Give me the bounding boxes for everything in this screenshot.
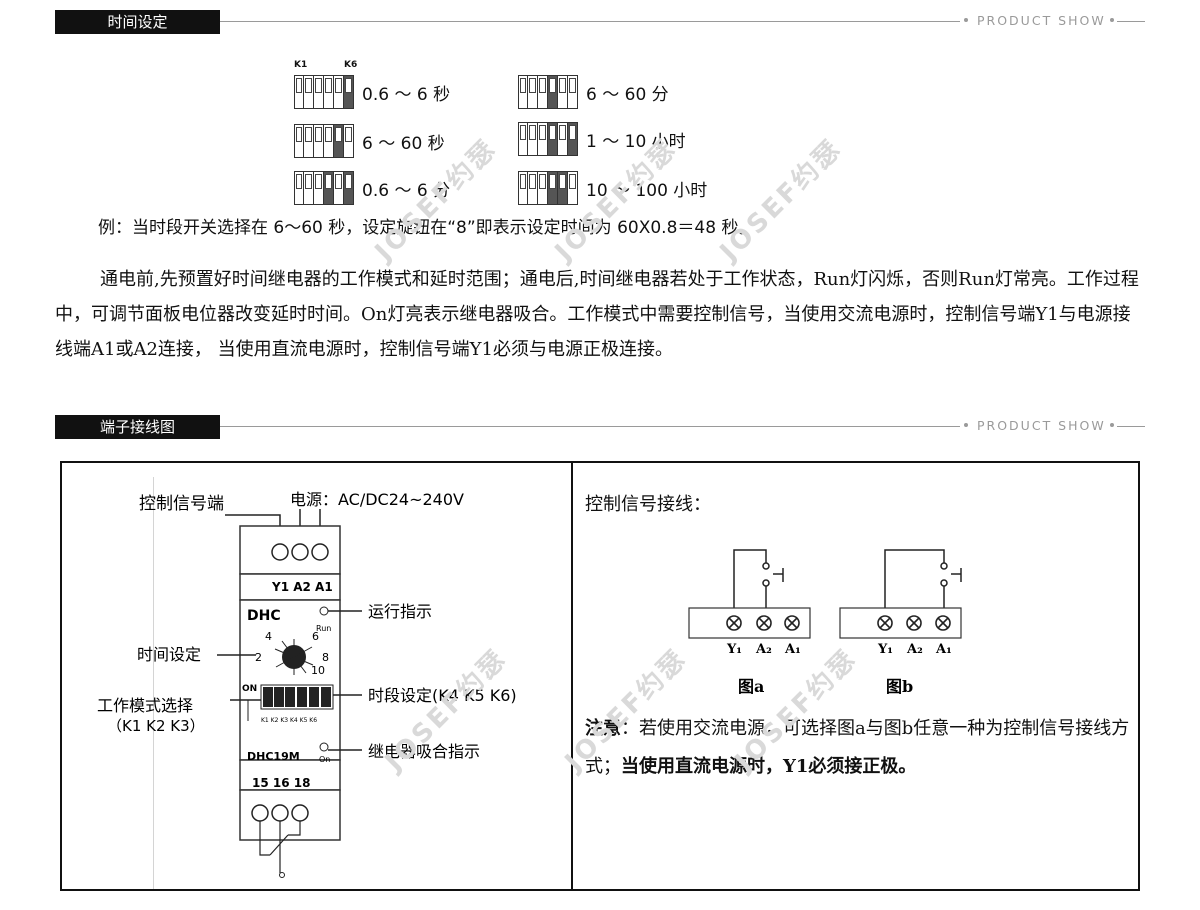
figure-a: Y₁ A₂ A₁ 图a	[688, 549, 811, 696]
dip-range-chart: K1 K6 0.6 ～ 6 秒 6 ～ 60 秒 0.6 ～ 6 分 6 ～ 6…	[292, 58, 712, 208]
contact-icon	[762, 562, 770, 570]
dial-mark: 4	[265, 630, 272, 643]
k6-label: K6	[344, 60, 358, 70]
dip-range-item: 0.6 ～ 6 秒	[294, 75, 450, 109]
range-text: 10 ～ 100 小时	[586, 180, 708, 201]
control-signal-label: 控制信号端	[139, 494, 224, 514]
terminal-icon	[291, 804, 309, 822]
terminal-screw-icon	[906, 615, 922, 631]
figure-a-caption: 图a	[738, 677, 764, 696]
range-text: 6 ～ 60 分	[586, 84, 669, 105]
range-text: 6 ～ 60 秒	[362, 133, 445, 154]
k1-label: K1	[294, 60, 308, 70]
dial-mark: 8	[322, 651, 329, 664]
dip-switch-graphic	[518, 122, 578, 156]
dip-range-item: 0.6 ～ 6 分	[294, 171, 450, 205]
divider-dot	[1110, 18, 1114, 22]
control-wiring-title: 控制信号接线：	[585, 494, 711, 515]
dip-key-labels: K1 K2 K3 K4 K5 K6	[261, 717, 317, 724]
dip-range-item: 6 ～ 60 秒	[294, 124, 445, 158]
divider-line	[1117, 21, 1145, 22]
divider-dot	[1110, 423, 1114, 427]
wiring-table	[60, 461, 1140, 891]
dip-switch-graphic	[294, 124, 354, 158]
terminal-label: A₂	[906, 642, 923, 657]
range-text: 0.6 ～ 6 分	[362, 180, 451, 201]
terminal-label: A₁	[784, 642, 801, 657]
wiring-note: 注意：若使用交流电源，可选择图a与图b任意一种为控制信号接线方式；当使用直流电源…	[585, 710, 1140, 786]
terminal-icon	[251, 804, 269, 822]
figure-b-caption: 图b	[886, 677, 913, 696]
power-label: 电源：AC/DC24~240V	[290, 490, 464, 509]
dial-mark: 6	[312, 630, 319, 643]
control-wiring-figures: Y₁ A₂ A₁ 图a Y₁ A₂ A₁ 图b	[688, 549, 962, 696]
run-led-icon	[319, 606, 329, 616]
terminal-icon	[311, 543, 329, 561]
watermark-logo: JOSEF约瑟	[714, 133, 849, 268]
dip-range-item: 10 ～ 100 小时	[518, 171, 707, 205]
dip-switch-graphic	[294, 75, 354, 109]
model-short: DHC	[247, 608, 281, 624]
example-text: 例：当时段开关选择在 6～60 秒，设定旋钮在“8”即表示设定时间为 60X0.…	[98, 218, 756, 238]
dip-switch-graphic	[518, 75, 578, 109]
time-knob-icon	[274, 639, 314, 675]
mode-keys-label: （K1 K2 K3）	[107, 717, 205, 735]
divider-line	[220, 21, 960, 22]
relay-indicator-label: 继电器吸合指示	[368, 742, 480, 761]
device-diagram: 控制信号端 电源：AC/DC24~240V Y1 A2 A1 DHC Run 运…	[97, 490, 517, 878]
divider-line	[1117, 426, 1145, 427]
run-indicator-label: 运行指示	[368, 602, 432, 621]
range-text: 0.6 ～ 6 秒	[362, 84, 451, 105]
terminal-screw-icon	[877, 615, 893, 631]
terminal-label: Y₁	[726, 642, 742, 657]
terminal-screw-icon	[726, 615, 742, 631]
column-divider	[571, 463, 573, 889]
section-title: 时间设定	[55, 10, 220, 34]
dial-mark: 10	[311, 664, 325, 677]
dial-mark: 2	[255, 651, 262, 664]
on-led-icon	[319, 742, 329, 752]
terminal-icon	[271, 543, 289, 561]
divider-dot	[964, 423, 968, 427]
on-small-label: On	[319, 755, 330, 764]
terminal-screw-icon	[935, 615, 951, 631]
terminal-screw-icon	[756, 615, 772, 631]
product-show-tag: PRODUCT SHOW	[977, 13, 1106, 28]
top-terminal-labels: Y1 A2 A1	[271, 580, 333, 594]
terminal-label: A₂	[755, 642, 772, 657]
contact-icon	[762, 579, 770, 587]
time-setting-label: 时间设定	[137, 645, 201, 664]
bottom-terminal-labels: 15 16 18	[252, 776, 310, 790]
section-title: 端子接线图	[55, 415, 220, 439]
divider-line	[220, 426, 960, 427]
note-emphasis: 当使用直流电源时，Y1必须接正极。	[621, 756, 917, 777]
terminal-screw-icon	[784, 615, 800, 631]
terminal-icon	[271, 804, 289, 822]
contact-icon	[940, 579, 948, 587]
dip-switch-graphic	[294, 171, 354, 205]
dip-switch-graphic	[518, 171, 578, 205]
terminal-label: Y₁	[877, 642, 893, 657]
dip-range-item: 6 ～ 60 分	[518, 75, 669, 109]
time-setting-header: 时间设定 PRODUCT SHOW	[55, 10, 1145, 34]
figure-b: Y₁ A₂ A₁ 图b	[839, 549, 962, 696]
dip-switch-icon	[260, 684, 334, 710]
period-setting-label: 时段设定(K4 K5 K6)	[368, 686, 517, 705]
description-paragraph: 通电前,先预置好时间继电器的工作模式和延时范围；通电后,时间继电器若处于工作状态…	[55, 269, 1139, 360]
terminal-label: A₁	[935, 642, 952, 657]
product-show-tag: PRODUCT SHOW	[977, 418, 1106, 433]
dip-range-item: 1 ～ 10 小时	[518, 122, 686, 156]
on-label: ON	[242, 684, 257, 694]
terminal-icon	[291, 543, 309, 561]
note-label: 注意	[585, 718, 621, 739]
mode-select-label: 工作模式选择	[97, 696, 193, 715]
wiring-header: 端子接线图 PRODUCT SHOW	[55, 415, 1145, 439]
model-full: DHC19M	[247, 750, 300, 763]
note-text: ：若使用交流电源，可选择图a与图b任意一种为控制信号接线方式；	[585, 718, 1130, 777]
divider-dot	[964, 18, 968, 22]
divider-line	[153, 477, 154, 889]
contact-icon	[940, 562, 948, 570]
range-text: 1 ～ 10 小时	[586, 131, 686, 152]
run-label: Run	[316, 624, 331, 633]
